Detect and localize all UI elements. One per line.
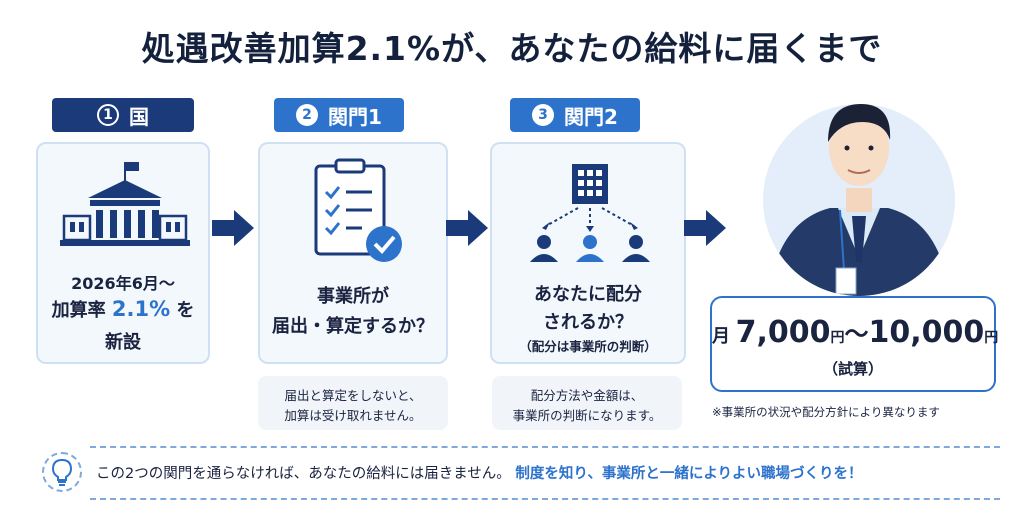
bottom-highlight: 制度を知り、事業所と一緒によりよい職場づくりを！ bbox=[515, 466, 863, 482]
step1-rate-label: 加算率 bbox=[51, 300, 106, 321]
salary-high: 10,000 bbox=[868, 315, 985, 350]
checklist-clipboard-icon bbox=[314, 158, 402, 262]
salary-unit2: 円 bbox=[984, 330, 999, 346]
step2-note-line1: 届出と算定をしないと、 bbox=[284, 388, 422, 403]
lightbulb-icon bbox=[51, 458, 73, 486]
step3-note-line1: 配分方法や金額は、 bbox=[530, 388, 644, 403]
step2-card: 事業所が 届出・算定するか？ bbox=[258, 142, 448, 364]
step1-rate-suffix: を bbox=[176, 300, 195, 321]
employee-illustration bbox=[763, 104, 955, 296]
salary-prefix: 月 bbox=[712, 326, 730, 347]
step3-line3: （配分は事業所の判断） bbox=[519, 339, 657, 354]
top-dashed-line bbox=[90, 446, 1000, 448]
salary-box: 月 7,000円～10,000円 （試算） bbox=[710, 296, 998, 392]
step3-line2: されるか？ bbox=[543, 312, 633, 333]
step2-line1: 事業所が bbox=[317, 286, 389, 307]
step1-date: 2026年6月～ bbox=[71, 274, 175, 293]
step2-number: 2 bbox=[296, 104, 319, 126]
step1-pill: 1 国 bbox=[52, 98, 194, 132]
page-title: 処遇改善加算2.1%が、あなたの給料に届くまで bbox=[141, 29, 883, 68]
step3-number: 3 bbox=[532, 104, 555, 126]
step2-note-line2: 加算は受け取れません。 bbox=[284, 408, 422, 423]
step3-card: あなたに配分 されるか？ （配分は事業所の判断） bbox=[490, 142, 686, 364]
arrow-right-icon bbox=[212, 210, 254, 246]
salary-tilde: ～ bbox=[844, 320, 869, 348]
step1-rate-line: 加算率 2.1% を bbox=[38, 296, 208, 322]
government-building-icon bbox=[60, 162, 190, 246]
salary-amount-line: 月 7,000円～10,000円 bbox=[712, 314, 998, 350]
bottom-dashed-line bbox=[90, 498, 1000, 500]
step1-new: 新設 bbox=[105, 332, 141, 353]
step1-label: 国 bbox=[129, 104, 149, 129]
step3-note-line2: 事業所の判断になります。 bbox=[512, 408, 662, 423]
step1-rate-value: 2.1% bbox=[111, 297, 171, 321]
step1-card: 2026年6月～ 加算率 2.1% を 新設 bbox=[36, 142, 210, 364]
salary-unit1: 円 bbox=[830, 330, 845, 346]
step2-note: 届出と算定をしないと、 加算は受け取れません。 bbox=[258, 376, 448, 430]
bottom-message: この2つの関門を通らなければ、あなたの給料には届きません。 制度を知り、事業所と… bbox=[96, 462, 1006, 483]
step3-label: 関門2 bbox=[564, 104, 618, 129]
step1-number: 1 bbox=[97, 104, 119, 126]
salary-sub: （試算） bbox=[822, 360, 883, 378]
salary-low: 7,000 bbox=[735, 315, 831, 350]
step2-pill: 2 関門1 bbox=[274, 98, 404, 132]
step3-note: 配分方法や金額は、 事業所の判断になります。 bbox=[492, 376, 682, 430]
lightbulb-badge bbox=[42, 452, 82, 492]
step3-line1: あなたに配分 bbox=[534, 284, 642, 305]
arrow-right-icon bbox=[684, 210, 726, 246]
office-distribution-icon bbox=[530, 164, 650, 262]
step2-line2: 届出・算定するか？ bbox=[272, 316, 434, 337]
step3-pill: 3 関門2 bbox=[510, 98, 640, 132]
step2-label: 関門1 bbox=[328, 104, 382, 129]
salary-footnote: ※事業所の状況や配分方針により異なります bbox=[712, 405, 940, 419]
bottom-text: この2つの関門を通らなければ、あなたの給料には届きません。 bbox=[96, 466, 511, 482]
arrow-right-icon bbox=[446, 210, 488, 246]
